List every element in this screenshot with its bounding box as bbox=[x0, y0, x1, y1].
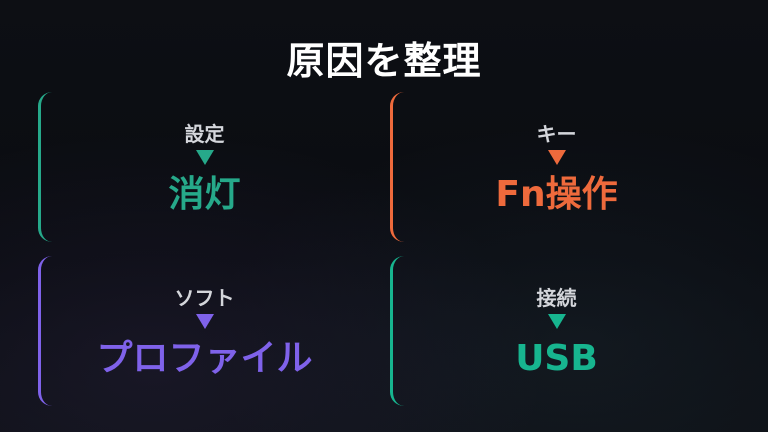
cause-card-settings: 設定 消灯 bbox=[38, 92, 368, 242]
cause-card-software: ソフト プロファイル bbox=[38, 256, 368, 406]
card-result: Fn操作 bbox=[495, 174, 618, 215]
cause-card-connection: 接続 USB bbox=[390, 256, 720, 406]
cause-card-key: キー Fn操作 bbox=[390, 92, 720, 242]
card-category: キー bbox=[536, 122, 577, 146]
card-result: プロファイル bbox=[96, 338, 313, 379]
card-result: USB bbox=[515, 338, 598, 379]
card-result: 消灯 bbox=[168, 174, 241, 215]
down-triangle-icon bbox=[195, 314, 214, 329]
down-triangle-icon bbox=[195, 150, 214, 165]
card-category: 接続 bbox=[536, 286, 577, 310]
card-category: 設定 bbox=[184, 122, 225, 146]
slide-title: 原因を整理 bbox=[286, 39, 482, 83]
down-triangle-icon bbox=[547, 314, 566, 329]
down-triangle-icon bbox=[547, 150, 566, 165]
card-category: ソフト bbox=[174, 286, 235, 310]
